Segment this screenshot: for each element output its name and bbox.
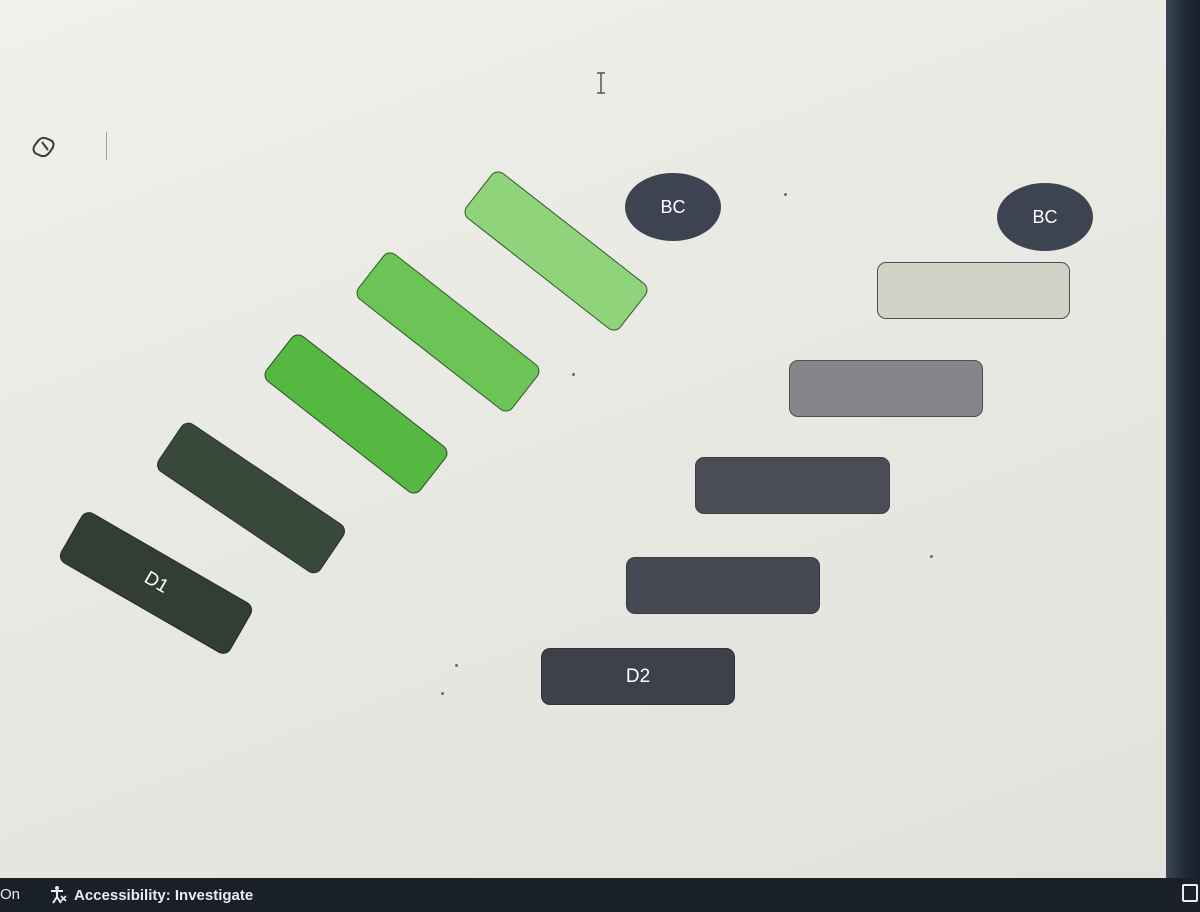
diagonal-bar-3[interactable]	[260, 330, 452, 498]
diagonal-bar-d1-label: D1	[140, 567, 173, 598]
text-caret	[106, 132, 107, 160]
oval-bc-right[interactable]: BC	[997, 183, 1093, 251]
view-toggle-icon[interactable]	[1182, 884, 1198, 902]
diagonal-bar-2[interactable]	[352, 248, 544, 416]
diagonal-bar-4[interactable]	[153, 419, 349, 577]
oval-bc-left-label: BC	[660, 196, 686, 217]
copilot-icon[interactable]	[32, 133, 58, 159]
diagonal-bar-d1[interactable]: D1	[56, 508, 256, 658]
oval-bc-left[interactable]: BC	[625, 173, 721, 241]
speck	[784, 193, 787, 196]
accessibility-button[interactable]: Accessibility: Investigate	[48, 885, 253, 905]
speck	[455, 664, 458, 667]
horizontal-bar-2[interactable]	[789, 360, 983, 417]
oval-bc-right-label: BC	[1032, 206, 1058, 227]
diagonal-bar-1[interactable]	[460, 167, 652, 335]
slide-canvas[interactable]: D1 D2 BC BC	[0, 0, 1166, 878]
horizontal-bar-4[interactable]	[626, 557, 820, 614]
status-bar: On Accessibility: Investigate	[0, 878, 1200, 912]
status-left-text: On	[0, 886, 21, 903]
horizontal-bar-1[interactable]	[877, 262, 1070, 319]
accessibility-label: Accessibility: Investigate	[74, 886, 254, 904]
speck	[441, 692, 444, 695]
speck	[572, 373, 575, 376]
speck	[930, 555, 933, 558]
accessibility-icon	[51, 886, 67, 904]
text-cursor-icon	[597, 72, 605, 94]
horizontal-bar-d2[interactable]: D2	[541, 648, 735, 705]
horizontal-bar-d2-label: D2	[625, 665, 651, 687]
horizontal-bar-3[interactable]	[695, 457, 890, 514]
window-edge	[1166, 0, 1200, 878]
